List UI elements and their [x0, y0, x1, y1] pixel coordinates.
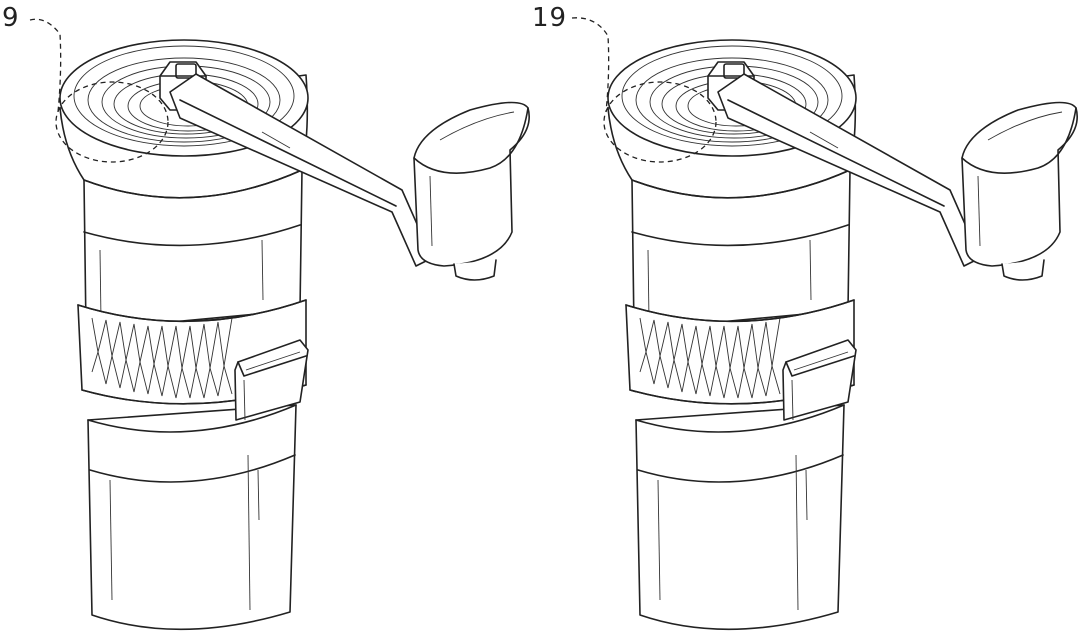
reference-numeral-left: 9 [2, 3, 20, 33]
grinder-view-left [29, 18, 531, 631]
leader-line-left [29, 18, 62, 113]
leader-line-right [571, 17, 610, 113]
grinder-view-right [571, 17, 1078, 631]
reference-numeral-right: 19 [532, 3, 568, 33]
